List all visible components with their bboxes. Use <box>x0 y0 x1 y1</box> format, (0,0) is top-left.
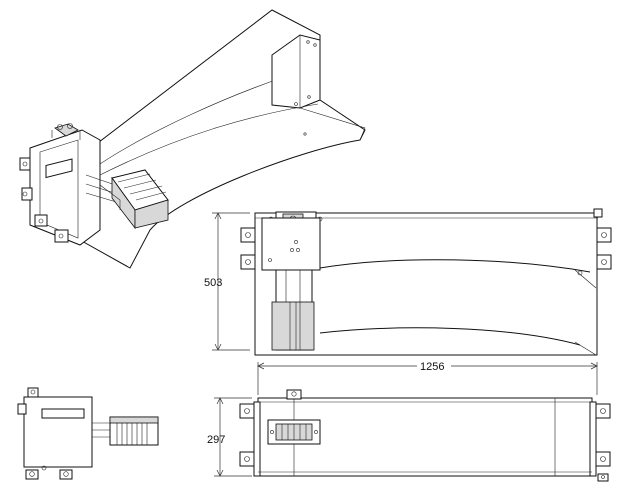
dim-height-bottom: 297 <box>207 434 225 446</box>
side-view <box>17 387 159 480</box>
front-view: 503 <box>204 208 612 356</box>
isometric-view <box>19 9 366 269</box>
dim-width-top: 1256 <box>420 361 444 373</box>
dim-height-front: 503 <box>204 277 222 289</box>
top-view: 1256 297 <box>207 358 611 482</box>
